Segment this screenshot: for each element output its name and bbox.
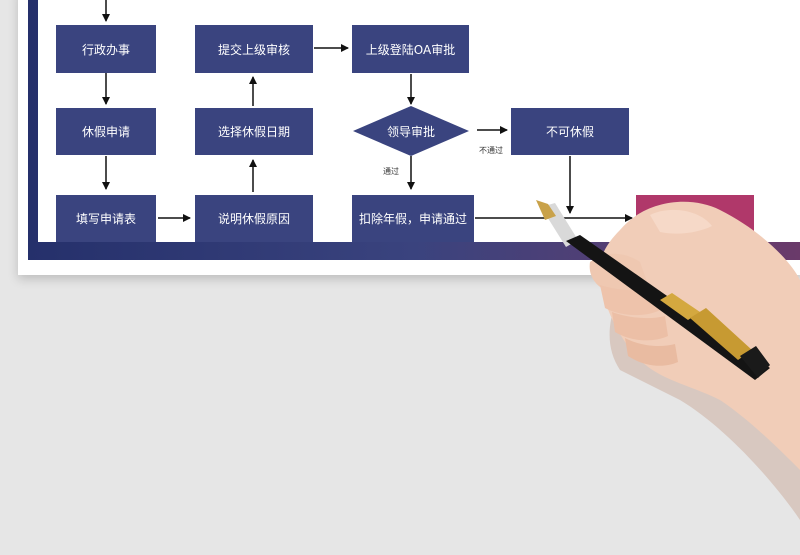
node-deduct: 扣除年假，申请通过 bbox=[352, 195, 474, 242]
node-leader-approve: 领导审批 bbox=[386, 124, 435, 139]
leader-approve-diamond bbox=[353, 106, 469, 156]
node-explain-reason: 说明休假原因 bbox=[195, 195, 313, 242]
node-oa-approve: 上级登陆OA审批 bbox=[352, 25, 469, 73]
node-submit: 提交上级审核 bbox=[195, 25, 313, 73]
node-fill-form: 填写申请表 bbox=[56, 195, 156, 242]
node-leave-request: 休假申请 bbox=[56, 108, 156, 155]
node-admin: 行政办事 bbox=[56, 25, 156, 73]
edge-label-fail: 不通过 bbox=[479, 146, 503, 155]
node-no-leave: 不可休假 bbox=[511, 108, 629, 155]
edge-label-pass: 通过 bbox=[383, 167, 399, 176]
fountain-pen-icon bbox=[536, 200, 770, 380]
node-choose-date: 选择休假日期 bbox=[195, 108, 313, 155]
